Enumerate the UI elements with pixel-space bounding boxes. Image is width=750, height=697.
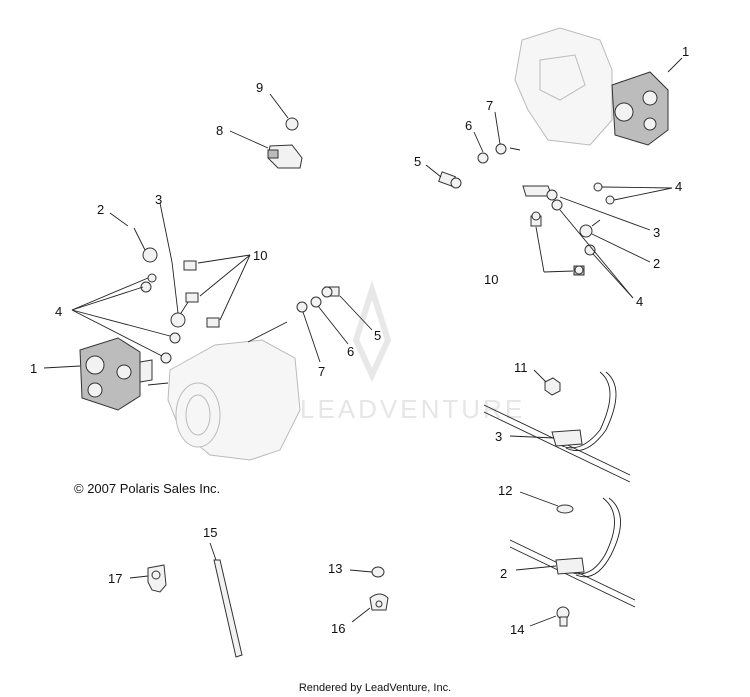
bolt-10-topr-b [573, 265, 585, 276]
callout-1-top: 1 [682, 44, 689, 59]
watermark-text: LEADVENTURE [300, 394, 525, 424]
bolt-14 [529, 606, 570, 627]
callout-13: 13 [328, 561, 342, 576]
callout-4-midr: 4 [636, 294, 643, 309]
callout-3-topr: 3 [653, 225, 660, 240]
clamp-assembly-3 [483, 371, 631, 483]
callout-7-mid: 7 [318, 364, 325, 379]
callout-11: 11 [514, 360, 528, 375]
callout-6-top: 6 [465, 118, 472, 133]
banjo-2-left [109, 212, 158, 263]
copyright-text: © 2007 Polaris Sales Inc. [74, 481, 220, 496]
right-knuckle [514, 27, 613, 146]
callout-12: 12 [498, 483, 512, 498]
washer-7-top [495, 143, 507, 155]
right-brake-caliper [611, 71, 669, 146]
washer-12 [519, 491, 574, 514]
callout-15: 15 [203, 525, 217, 540]
washer-4-topr-b [605, 195, 615, 205]
bolt-10-topr-a [530, 211, 542, 227]
bolts-10-left [183, 254, 251, 328]
part-17 [129, 564, 167, 593]
callout-9: 9 [256, 80, 263, 95]
callouts: 1 7 6 5 4 3 2 10 4 9 8 2 3 10 4 1 5 6 7 … [30, 44, 689, 637]
screw-9 [269, 93, 299, 131]
callout-10-left: 10 [253, 248, 267, 263]
clip-16 [351, 593, 389, 623]
screw-13 [349, 566, 385, 578]
leaders-top [425, 57, 683, 299]
nut-11 [533, 369, 561, 396]
callout-7-top: 7 [486, 98, 493, 113]
callout-6-mid: 6 [347, 344, 354, 359]
callout-5-mid: 5 [374, 328, 381, 343]
footer-text: Rendered by LeadVenture, Inc. [299, 682, 451, 694]
callout-4-left: 4 [55, 304, 62, 319]
callout-3-clamp: 3 [495, 429, 502, 444]
banjo-3-topr [522, 185, 558, 201]
left-brake-caliper [43, 337, 153, 411]
callout-14: 14 [510, 622, 524, 637]
bolt-5-top [438, 171, 462, 189]
callout-5-top: 5 [414, 154, 421, 169]
callout-2-clamp: 2 [500, 566, 507, 581]
washers-4-left [71, 273, 181, 364]
callout-1-left: 1 [30, 361, 37, 376]
banjo-3-left [159, 202, 193, 328]
left-knuckle [147, 321, 301, 461]
callout-8: 8 [216, 123, 223, 138]
watermark: LEADVENTURE [300, 280, 525, 424]
washer-6-top [477, 152, 489, 164]
bracket-8 [229, 130, 303, 169]
callout-16: 16 [331, 621, 345, 636]
washer-4-topr-c [551, 199, 563, 211]
callout-3-left: 3 [155, 192, 162, 207]
cable-tie-15 [209, 542, 243, 658]
callout-4-topr: 4 [675, 179, 682, 194]
washer-4-topr-d [584, 244, 596, 256]
washer-4-topr-a [593, 182, 603, 192]
mid-bolt-washers [296, 286, 373, 363]
callout-10-topr: 10 [484, 272, 498, 287]
callout-2-left: 2 [97, 202, 104, 217]
banjo-2-topr [579, 219, 601, 238]
callout-2-topr: 2 [653, 256, 660, 271]
clamp-assembly-2 [509, 497, 636, 608]
callout-17: 17 [108, 571, 122, 586]
